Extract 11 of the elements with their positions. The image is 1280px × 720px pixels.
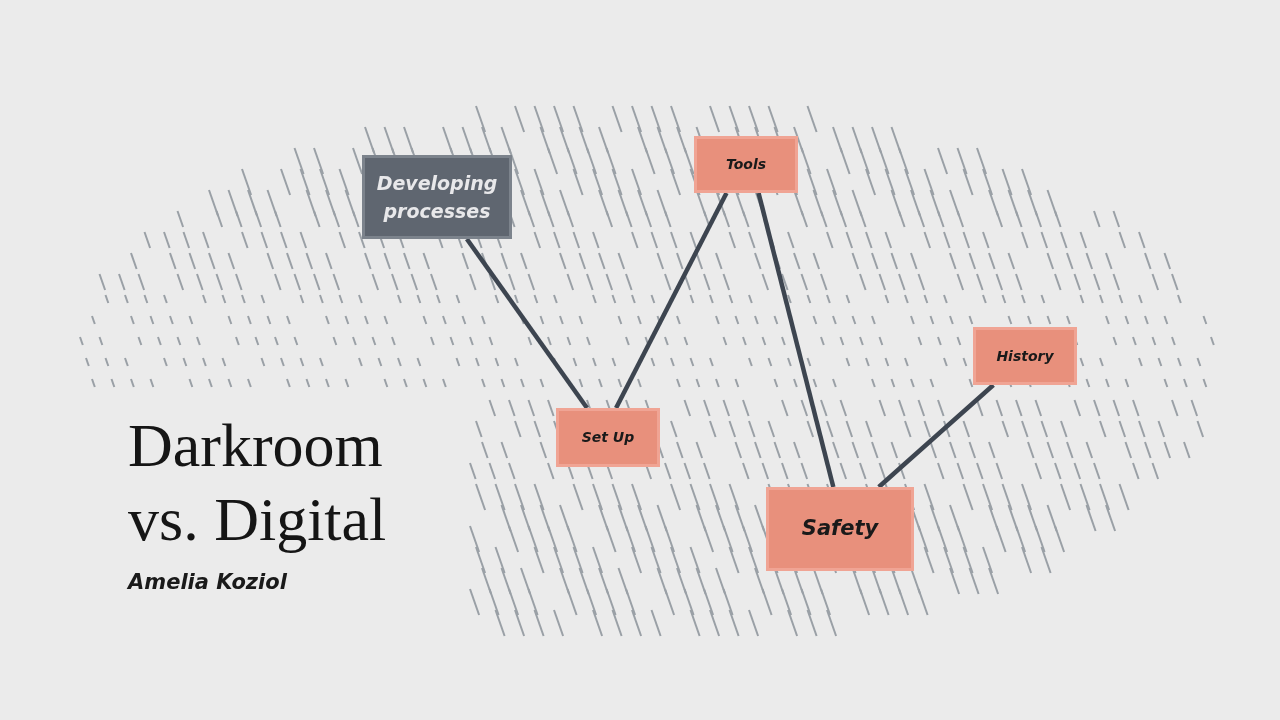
topic-box: Tools bbox=[694, 136, 798, 193]
connector-line bbox=[614, 191, 729, 410]
topic-box: History bbox=[973, 327, 1077, 385]
connector-line bbox=[756, 192, 836, 488]
topic-box: Developing processes bbox=[362, 155, 512, 239]
connector-line bbox=[465, 237, 589, 410]
topic-box: Safety bbox=[766, 487, 914, 571]
author-name: Amelia Koziol bbox=[128, 570, 287, 594]
topic-box: Set Up bbox=[556, 408, 660, 467]
connector-line bbox=[877, 383, 995, 489]
title: Darkroom vs. Digital bbox=[128, 410, 388, 555]
